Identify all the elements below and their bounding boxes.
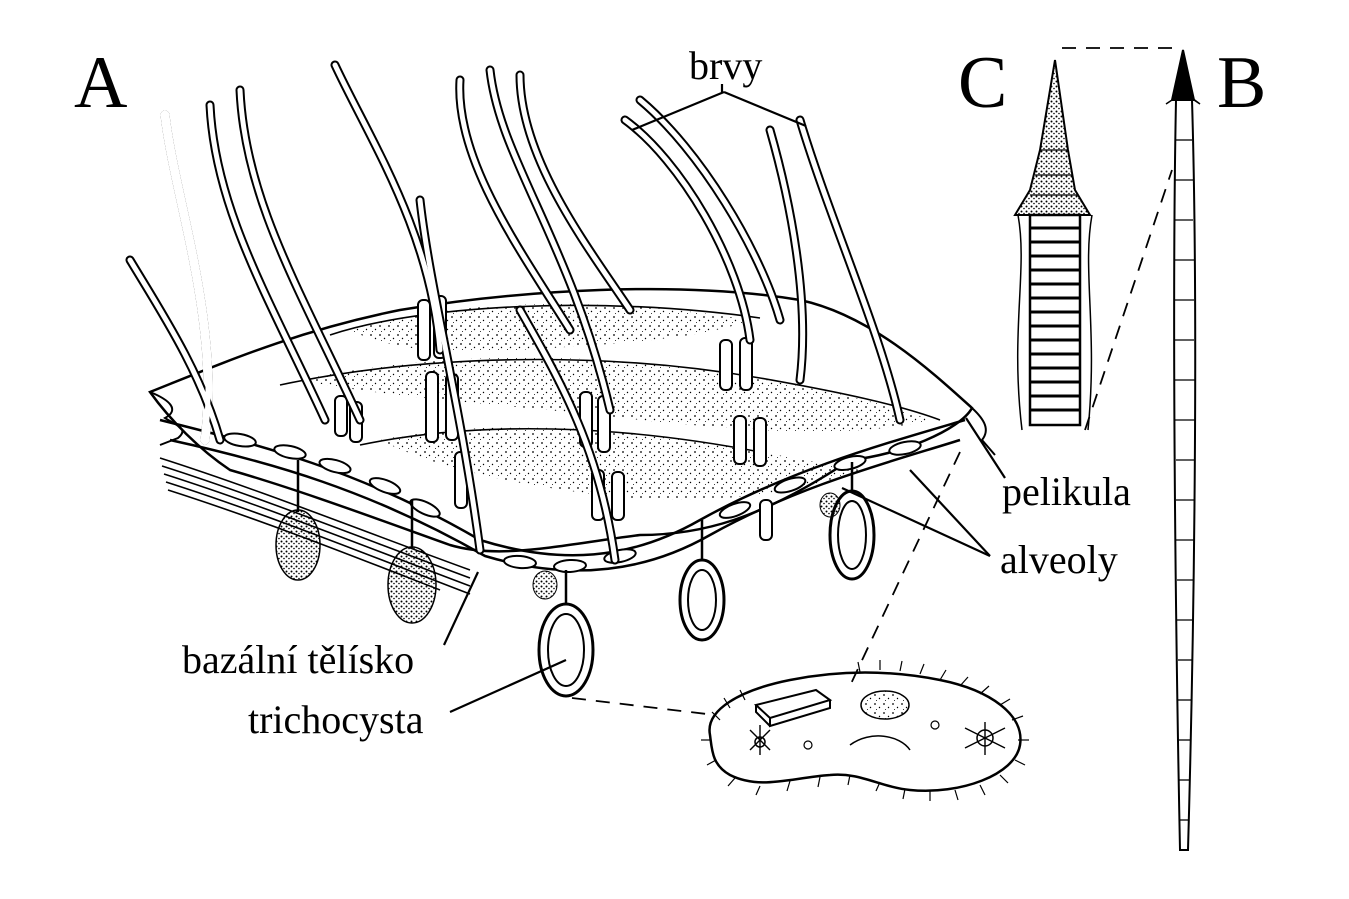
trichocysts [275,460,876,698]
label-trichocyst: trichocysta [248,697,424,742]
pellicle-ridge-3 [380,427,860,500]
label-pellicle: pelikula [1002,469,1131,514]
panel-label-a: A [74,42,128,124]
label-cilia: brvy [689,43,763,88]
leader-lines [443,84,1006,714]
label-alveoli: alveoly [1000,537,1118,582]
paramecium-cell [701,660,1029,801]
pellicle-ridge-1 [350,303,750,352]
label-basal-body: bazální tělísko [182,637,415,682]
panel-label-b: B [1217,42,1267,124]
pellicle-block [148,287,996,595]
discharged-trichocyst [1165,49,1201,851]
panel-label-c: C [958,42,1008,124]
cilia-inner [127,62,903,563]
trichocyst-tip-detail [1013,59,1093,431]
alveoli-chain [223,432,922,574]
dashed-connectors [571,47,1175,716]
